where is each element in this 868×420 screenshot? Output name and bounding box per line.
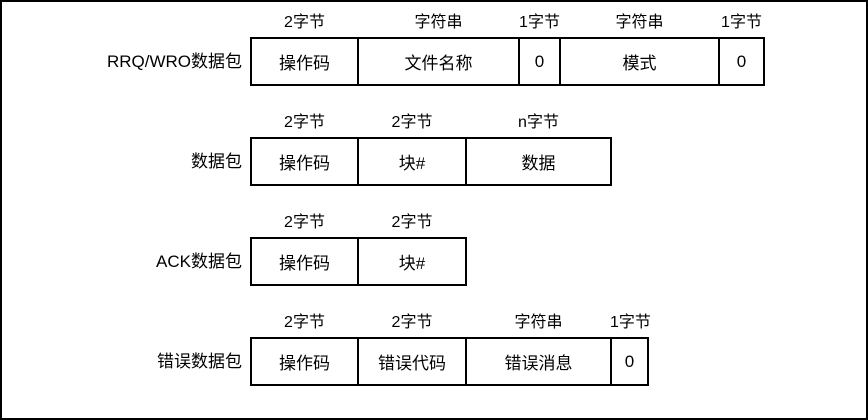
packet-row: 错误数据包 2字节操作码 2字节错误代码 字符串错误消息 1字节 0 (2, 312, 866, 412)
field-size-label: 1字节 (610, 314, 651, 331)
field-size-label: 字符串 (615, 14, 664, 31)
field-size-label: 字符串 (414, 14, 463, 31)
packet-field-box: 模式 (559, 37, 720, 86)
packet-field-box: 块# (357, 237, 467, 286)
packet-row: 数据包 2字节操作码 2字节块# n字节数据 (2, 112, 866, 212)
packet-row-label: ACK数据包 (156, 252, 242, 271)
field-size-label: 2字节 (391, 314, 433, 331)
packet-row: ACK数据包 2字节操作码 2字节块# (2, 212, 866, 312)
field-size-label: 2字节 (391, 214, 433, 231)
field-size-label: 2字节 (391, 114, 433, 131)
field-size-label: 2字节 (284, 114, 325, 131)
field-size-label: 2字节 (284, 314, 325, 331)
packet-field-box: 操作码 (250, 137, 359, 186)
packet-row-label: RRQ/WRO数据包 (106, 52, 242, 71)
packet-row-label: 数据包 (191, 152, 242, 171)
field-size-label: n字节 (518, 114, 559, 131)
field-size-label: 1字节 (519, 14, 560, 31)
field-size-label: 2字节 (284, 214, 325, 231)
packet-row-label: 错误数据包 (157, 352, 242, 371)
packet-field-box: 错误消息 (465, 337, 612, 386)
packet-field-box: 操作码 (250, 337, 359, 386)
field-size-label: 字符串 (514, 314, 563, 331)
field-size-label: 1字节 (721, 14, 762, 31)
packet-field-box: 0 (610, 337, 649, 386)
packet-field-box: 操作码 (250, 237, 359, 286)
packet-field-box: 文件名称 (357, 37, 520, 86)
packet-field-box: 0 (718, 37, 765, 86)
packet-field-box: 0 (518, 37, 561, 86)
field-size-label: 2字节 (284, 14, 325, 31)
packet-field-box: 数据 (465, 137, 612, 186)
packet-field-box: 错误代码 (357, 337, 467, 386)
packet-field-box: 块# (357, 137, 467, 186)
packet-field-box: 操作码 (250, 37, 359, 86)
